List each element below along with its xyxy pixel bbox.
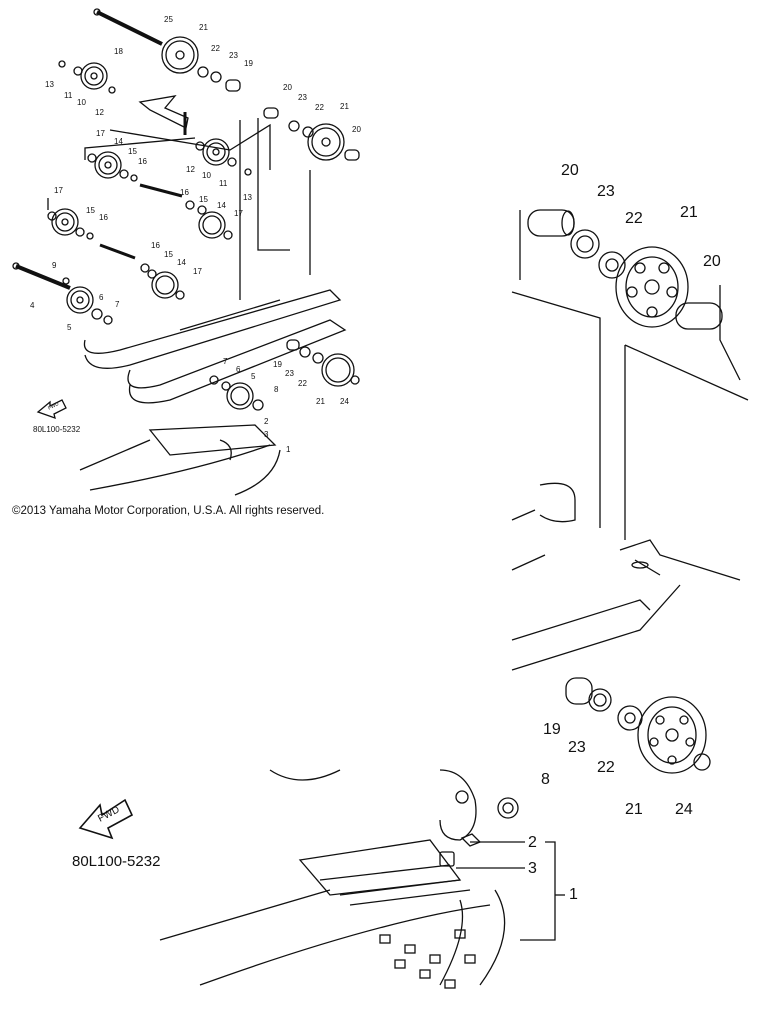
callout: 17	[96, 129, 105, 138]
callout: 5	[251, 372, 256, 381]
callout: 4	[30, 301, 35, 310]
callout: 9	[52, 261, 57, 270]
track-cleats	[379, 929, 476, 989]
callout: 20	[352, 125, 361, 134]
callout-zoom: 22	[625, 210, 643, 227]
callout: 23	[229, 51, 238, 60]
part-number-large: 80L100-5232	[72, 853, 161, 870]
callout: 5	[67, 323, 72, 332]
callout-zoom: 23	[568, 739, 586, 756]
callout: 25	[164, 15, 173, 24]
callout: 2	[264, 417, 269, 426]
callout: 24	[340, 397, 349, 406]
callout: 17	[193, 267, 202, 276]
wheel-21-top	[161, 36, 199, 74]
callout: 11	[219, 179, 228, 188]
callout: 19	[273, 360, 282, 369]
callout-zoom: 3	[528, 860, 537, 877]
callout: 12	[186, 165, 195, 174]
callout: 6	[99, 293, 104, 302]
callout: 18	[114, 47, 123, 56]
callout: 7	[115, 300, 120, 309]
callout: 7	[223, 357, 228, 366]
callout: 19	[244, 59, 253, 68]
callout: 14	[177, 258, 186, 267]
callout: 22	[211, 44, 220, 53]
callout: 10	[77, 98, 86, 107]
callout-zoom: 22	[597, 759, 615, 776]
callout: 21	[199, 23, 208, 32]
callout: 17	[234, 209, 243, 218]
callout: 14	[217, 201, 226, 210]
callout: 10	[202, 171, 211, 180]
callout: 1	[286, 445, 291, 454]
callout: 13	[45, 80, 54, 89]
wheel-10-left	[80, 62, 108, 90]
callout: 16	[151, 241, 160, 250]
callout: 8	[274, 385, 279, 394]
callout: 22	[298, 379, 307, 388]
part-number-small: 80L100-5232	[33, 425, 81, 434]
callout: 14	[114, 137, 123, 146]
callout: 22	[315, 103, 324, 112]
callout: 21	[316, 397, 325, 406]
callout-zoom: 2	[528, 834, 537, 851]
callout-zoom: 19	[543, 721, 561, 738]
shaft-18	[96, 10, 163, 46]
callout: 15	[164, 250, 173, 259]
callout: 11	[64, 91, 73, 100]
callout-zoom: 23	[597, 183, 615, 200]
collar-20-upper-left	[527, 209, 575, 237]
callout: 23	[298, 93, 307, 102]
fwd-arrow-large-icon	[78, 798, 134, 840]
callout: 16	[99, 213, 108, 222]
wheel-21-zoom-lower	[637, 696, 707, 774]
callout-zoom: 8	[541, 771, 550, 788]
collar-20-upper-right	[675, 302, 723, 330]
callout: 23	[285, 369, 294, 378]
callout: 16	[138, 157, 147, 166]
callout-zoom: 1	[569, 886, 578, 903]
callout-zoom: 20	[703, 253, 721, 270]
copyright-notice: ©2013 Yamaha Motor Corporation, U.S.A. A…	[12, 505, 325, 517]
fwd-arrow-small-icon	[36, 399, 67, 420]
callout: 13	[243, 193, 252, 202]
callout: 6	[236, 365, 241, 374]
callout: 15	[199, 195, 208, 204]
callout: 17	[54, 186, 63, 195]
callout: 15	[128, 147, 137, 156]
callout-zoom: 20	[561, 162, 579, 179]
callout: 12	[95, 108, 104, 117]
callout: 3	[264, 430, 269, 439]
callout: 16	[180, 188, 189, 197]
callout-zoom: 21	[680, 204, 698, 221]
callout: 15	[86, 206, 95, 215]
callout-zoom: 24	[675, 801, 693, 818]
wheel-21-zoom-upper	[615, 246, 689, 328]
callout: 20	[283, 83, 292, 92]
callout: 21	[340, 102, 349, 111]
callout-zoom: 21	[625, 801, 643, 818]
fwd-small-text: FWD	[47, 401, 60, 412]
